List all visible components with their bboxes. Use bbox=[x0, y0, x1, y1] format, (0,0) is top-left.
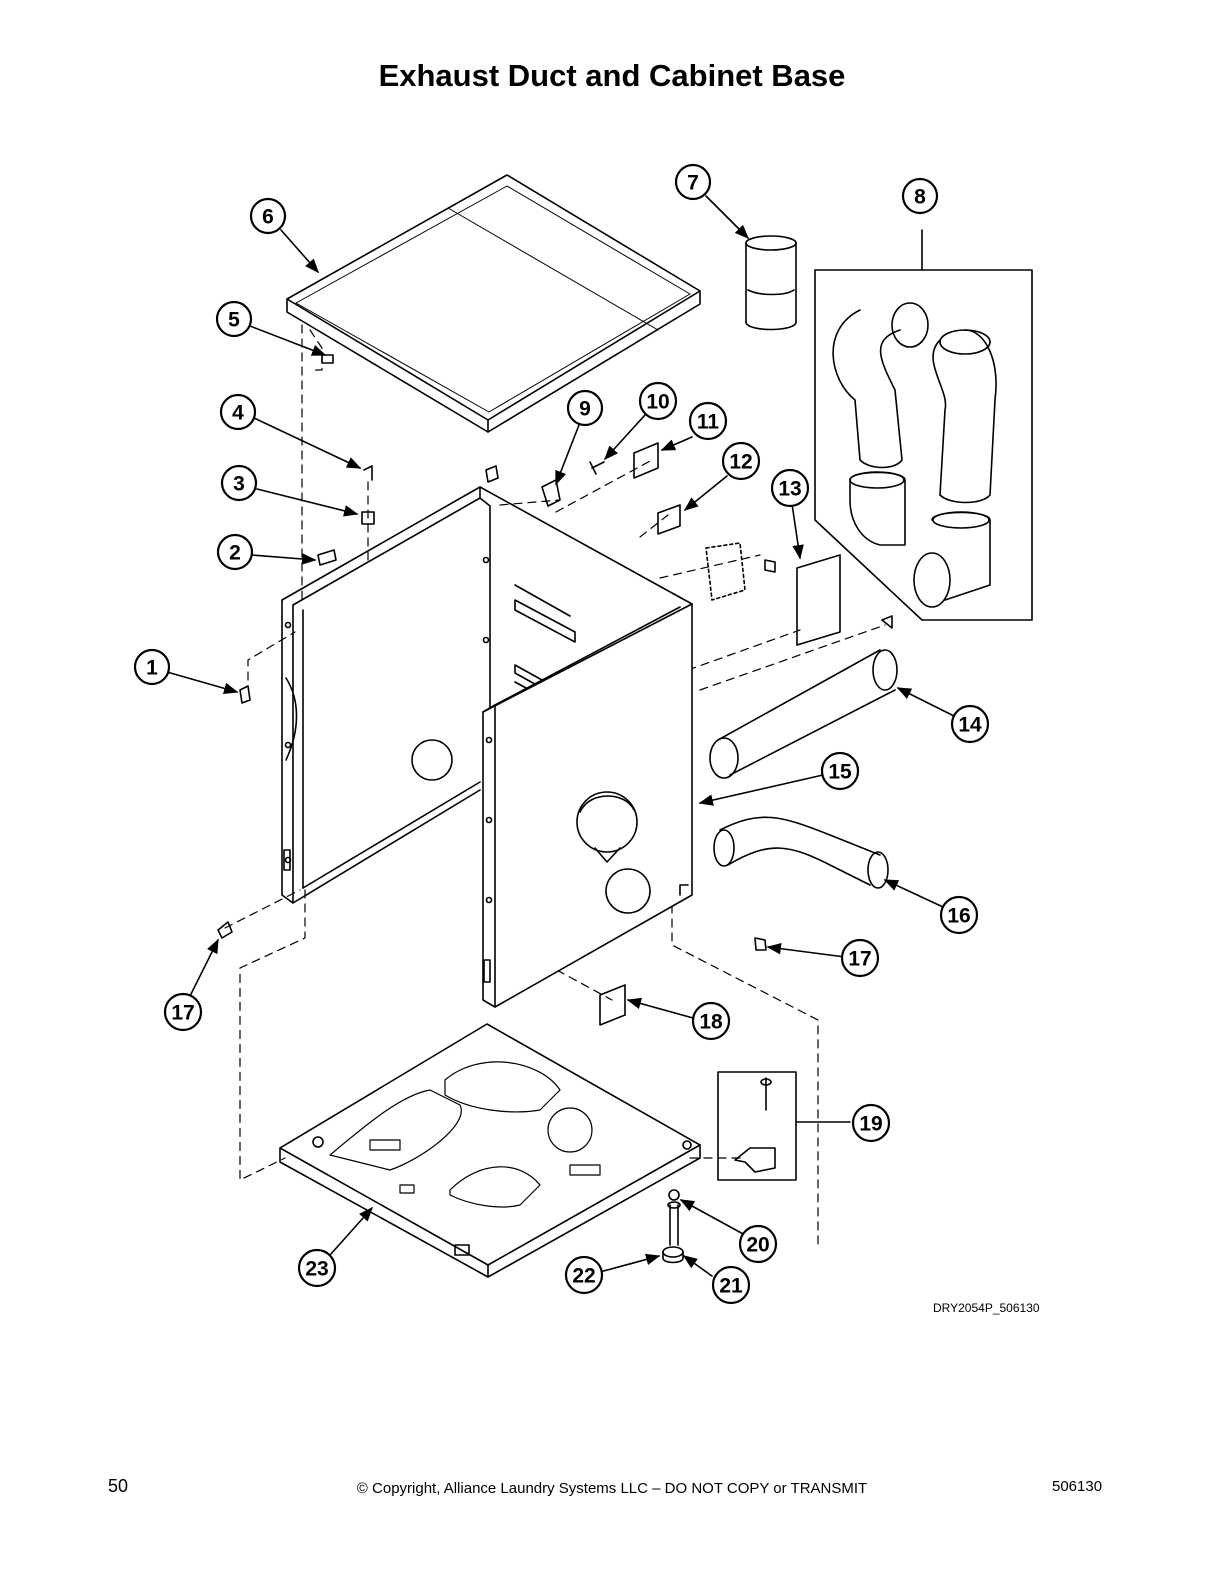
svg-text:8: 8 bbox=[914, 186, 926, 209]
svg-text:11: 11 bbox=[697, 411, 720, 434]
callout-17-left: 17 bbox=[163, 992, 203, 1032]
duct-kit-box bbox=[814, 229, 1033, 621]
exhaust-duct-tube bbox=[709, 649, 898, 779]
svg-text:6: 6 bbox=[262, 206, 274, 229]
callout-18: 18 bbox=[691, 1001, 731, 1041]
svg-text:21: 21 bbox=[719, 1275, 743, 1298]
svg-text:4: 4 bbox=[232, 402, 244, 425]
callout-11: 11 bbox=[688, 401, 728, 441]
exhaust-adaptor bbox=[745, 235, 797, 331]
page-title: Exhaust Duct and Cabinet Base bbox=[378, 58, 846, 93]
svg-text:5: 5 bbox=[228, 309, 240, 332]
top-panel bbox=[286, 174, 701, 433]
svg-text:18: 18 bbox=[699, 1011, 723, 1034]
drawing-code: DRY2054P_506130 bbox=[933, 1301, 1040, 1315]
callout-22: 22 bbox=[564, 1255, 604, 1295]
callout-14: 14 bbox=[950, 704, 990, 744]
callout-17-right: 17 bbox=[840, 938, 880, 978]
svg-text:12: 12 bbox=[729, 451, 752, 474]
svg-text:23: 23 bbox=[305, 1258, 328, 1281]
page-number: 50 bbox=[108, 1476, 129, 1496]
callout-15: 15 bbox=[820, 751, 860, 791]
cabinet-hardware bbox=[217, 461, 893, 951]
svg-text:16: 16 bbox=[947, 905, 970, 928]
callout-21: 21 bbox=[711, 1265, 751, 1305]
svg-text:14: 14 bbox=[958, 714, 982, 737]
svg-text:20: 20 bbox=[746, 1234, 769, 1257]
svg-text:19: 19 bbox=[859, 1113, 882, 1136]
leader-lines bbox=[166, 195, 955, 1277]
svg-text:17: 17 bbox=[171, 1002, 194, 1025]
callout-16: 16 bbox=[939, 895, 979, 935]
leveling-kit-box bbox=[717, 1071, 851, 1181]
svg-text:9: 9 bbox=[579, 398, 591, 421]
callout-13: 13 bbox=[770, 468, 810, 508]
callout-20: 20 bbox=[738, 1224, 778, 1264]
plates bbox=[599, 442, 841, 1026]
svg-text:13: 13 bbox=[778, 478, 801, 501]
cabinet-base bbox=[279, 1023, 701, 1278]
document-number: 506130 bbox=[1052, 1478, 1103, 1495]
callout-9: 9 bbox=[566, 389, 604, 427]
callout-19: 19 bbox=[851, 1103, 891, 1143]
clip-part bbox=[321, 354, 334, 364]
leveling-leg bbox=[662, 1189, 684, 1264]
callout-2: 2 bbox=[216, 533, 254, 571]
callout-4: 4 bbox=[219, 393, 257, 431]
cabinet-frame bbox=[281, 486, 693, 904]
callout-1: 1 bbox=[133, 648, 171, 686]
callout-10: 10 bbox=[638, 381, 678, 421]
svg-text:15: 15 bbox=[828, 761, 852, 784]
flex-duct bbox=[713, 816, 889, 889]
callout-23: 23 bbox=[297, 1248, 337, 1288]
callout-7: 7 bbox=[674, 163, 712, 201]
svg-text:10: 10 bbox=[646, 391, 669, 414]
callout-6: 6 bbox=[249, 197, 287, 235]
svg-text:1: 1 bbox=[146, 657, 158, 680]
callout-5: 5 bbox=[215, 300, 253, 338]
svg-text:17: 17 bbox=[848, 948, 871, 971]
svg-text:7: 7 bbox=[687, 172, 699, 195]
copyright-notice: © Copyright, Alliance Laundry Systems LL… bbox=[356, 1480, 868, 1497]
svg-text:22: 22 bbox=[572, 1265, 595, 1288]
svg-text:3: 3 bbox=[233, 473, 245, 496]
svg-text:2: 2 bbox=[229, 542, 241, 565]
side-panel bbox=[482, 603, 693, 1008]
callout-3: 3 bbox=[220, 464, 258, 502]
callout-12: 12 bbox=[721, 441, 761, 481]
callout-8: 8 bbox=[901, 177, 939, 215]
alignment-dashes bbox=[224, 324, 886, 1246]
